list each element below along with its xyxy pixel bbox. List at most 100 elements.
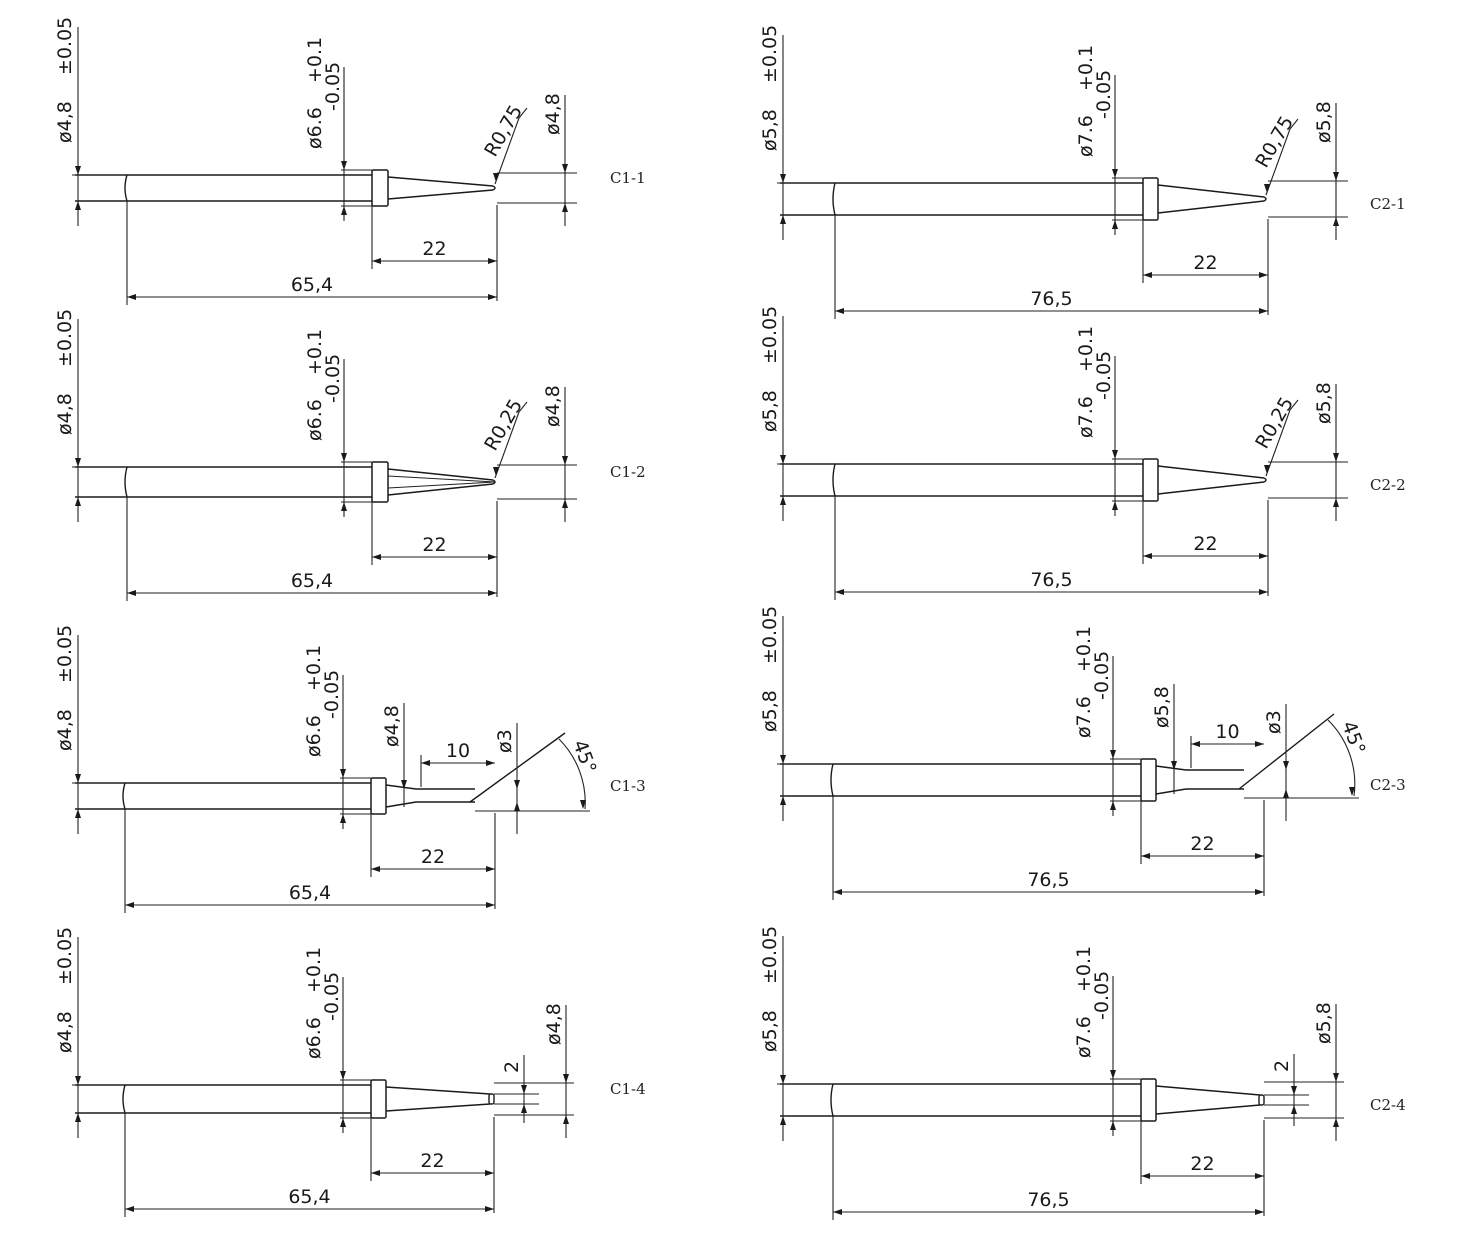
- chisel-end: [488, 1093, 495, 1105]
- collar-dia-value: ø6.6: [304, 107, 326, 149]
- arrowhead: [780, 174, 786, 183]
- arrowhead: [1333, 217, 1339, 226]
- cone-upper-edge: [1157, 184, 1265, 198]
- arrowhead: [485, 1170, 494, 1176]
- collar: [370, 1079, 387, 1119]
- shank-dia-value: ø4,8: [54, 393, 76, 435]
- tip-length-dim-value: 22: [1190, 1153, 1214, 1175]
- arrowhead: [580, 800, 586, 809]
- arrowhead: [1349, 787, 1355, 796]
- total-length-dim-value: 76,5: [1030, 288, 1072, 310]
- arrowhead: [780, 215, 786, 224]
- collar-tol-lower: -0.05: [321, 972, 343, 1021]
- collar-tol-upper: +0.1: [304, 37, 326, 83]
- arrowhead: [1259, 553, 1268, 559]
- shank-tolerance: ±0.05: [54, 927, 76, 985]
- arrowhead: [486, 866, 495, 872]
- end-dia-value: ø5,8: [1313, 101, 1335, 143]
- collar-tol-lower: -0.05: [322, 354, 344, 403]
- shank-end: [124, 174, 128, 202]
- arrowhead: [75, 201, 81, 210]
- taper-upper-edge: [1155, 765, 1187, 771]
- arrowhead: [371, 1170, 380, 1176]
- arrowhead: [75, 497, 81, 506]
- collar: [370, 777, 387, 815]
- shank-end: [832, 182, 836, 216]
- collar: [1140, 1078, 1157, 1122]
- arrowhead: [1283, 761, 1289, 770]
- end-dia-value: ø4,8: [542, 385, 564, 427]
- arrowhead: [75, 1076, 81, 1085]
- cone-lower-edge: [387, 483, 494, 496]
- arrowhead: [421, 760, 430, 766]
- chisel-upper-edge: [1155, 1085, 1261, 1096]
- shank-end: [830, 1083, 834, 1117]
- radius-value: R0,75: [1251, 112, 1298, 171]
- shank-dia-value: ø5,8: [759, 109, 781, 151]
- radius-leader-ext: [518, 107, 528, 119]
- total-length-dim-value: 65,4: [291, 570, 333, 592]
- end-dia-value: ø3: [494, 729, 516, 753]
- cone-lower-edge: [1157, 200, 1265, 214]
- tip-label: C1-1: [610, 169, 646, 187]
- taper-lower-edge: [1155, 788, 1187, 795]
- cone-lower-edge: [1157, 481, 1265, 495]
- shank-end: [124, 466, 128, 498]
- flat-length-dim-value: 10: [446, 740, 470, 762]
- arrowhead: [341, 502, 347, 511]
- arrowhead: [1143, 272, 1152, 278]
- arrowhead: [780, 455, 786, 464]
- collar: [371, 461, 389, 503]
- cone-upper-edge: [387, 176, 494, 187]
- chisel-width-value: 2: [501, 1061, 523, 1073]
- chisel-end: [1258, 1094, 1265, 1106]
- arrowhead: [340, 1118, 346, 1127]
- collar-dia-value: ø7.6: [1075, 396, 1097, 438]
- arrowhead: [1112, 501, 1118, 510]
- shank-tolerance: ±0.05: [759, 306, 781, 364]
- arrowhead: [1255, 1209, 1264, 1215]
- arrowhead: [488, 590, 497, 596]
- cone-inner-edge: [387, 475, 496, 483]
- arrowhead: [1283, 789, 1289, 798]
- tip-label: C1-3: [610, 777, 646, 795]
- arrowhead: [493, 173, 499, 182]
- arrowhead: [562, 203, 568, 212]
- radius-value: R0,75: [480, 101, 527, 160]
- arrowhead: [488, 294, 497, 300]
- tip-radius: [492, 479, 496, 485]
- arrowhead: [488, 554, 497, 560]
- collar-dia-value: ø6.6: [304, 399, 326, 441]
- cone-inner-edge: [387, 481, 496, 489]
- total-length-dim-value: 76,5: [1027, 869, 1069, 891]
- total-length-dim-value: 76,5: [1027, 1189, 1069, 1211]
- arrowhead: [75, 1113, 81, 1122]
- arrowhead: [1110, 1070, 1116, 1079]
- shank-tolerance: ±0.05: [54, 625, 76, 683]
- collar-dia-value: ø6.6: [303, 715, 325, 757]
- collar-dia-value: ø6.6: [303, 1017, 325, 1059]
- tip-length-dim-value: 22: [1193, 252, 1217, 274]
- collar-dia-value: ø7.6: [1075, 115, 1097, 157]
- arrowhead: [563, 1074, 569, 1083]
- chisel-lower-edge: [385, 1103, 491, 1112]
- collar: [371, 169, 389, 207]
- tip-label: C2-1: [1370, 195, 1406, 213]
- collar: [1140, 758, 1157, 802]
- arrowhead: [1255, 741, 1264, 747]
- collar-tol-upper: +0.1: [1075, 45, 1097, 91]
- collar-tol-upper: +0.1: [304, 329, 326, 375]
- arrowhead: [486, 760, 495, 766]
- tip-drawing-c1-2: ø4,8R0,25ø4,8±0.05ø6.6+0.1-0.052265,4C1-…: [54, 309, 646, 601]
- shank-tolerance: ±0.05: [54, 309, 76, 367]
- arrowhead: [340, 1071, 346, 1080]
- arrowhead: [1141, 853, 1150, 859]
- arrowhead: [127, 590, 136, 596]
- tip-length-dim-value: 22: [422, 534, 446, 556]
- total-length-dim-value: 65,4: [289, 882, 331, 904]
- tip-length-dim-value: 22: [421, 846, 445, 868]
- collar-tol-lower: -0.05: [322, 62, 344, 111]
- arrowhead: [562, 456, 568, 465]
- arrowhead: [780, 1116, 786, 1125]
